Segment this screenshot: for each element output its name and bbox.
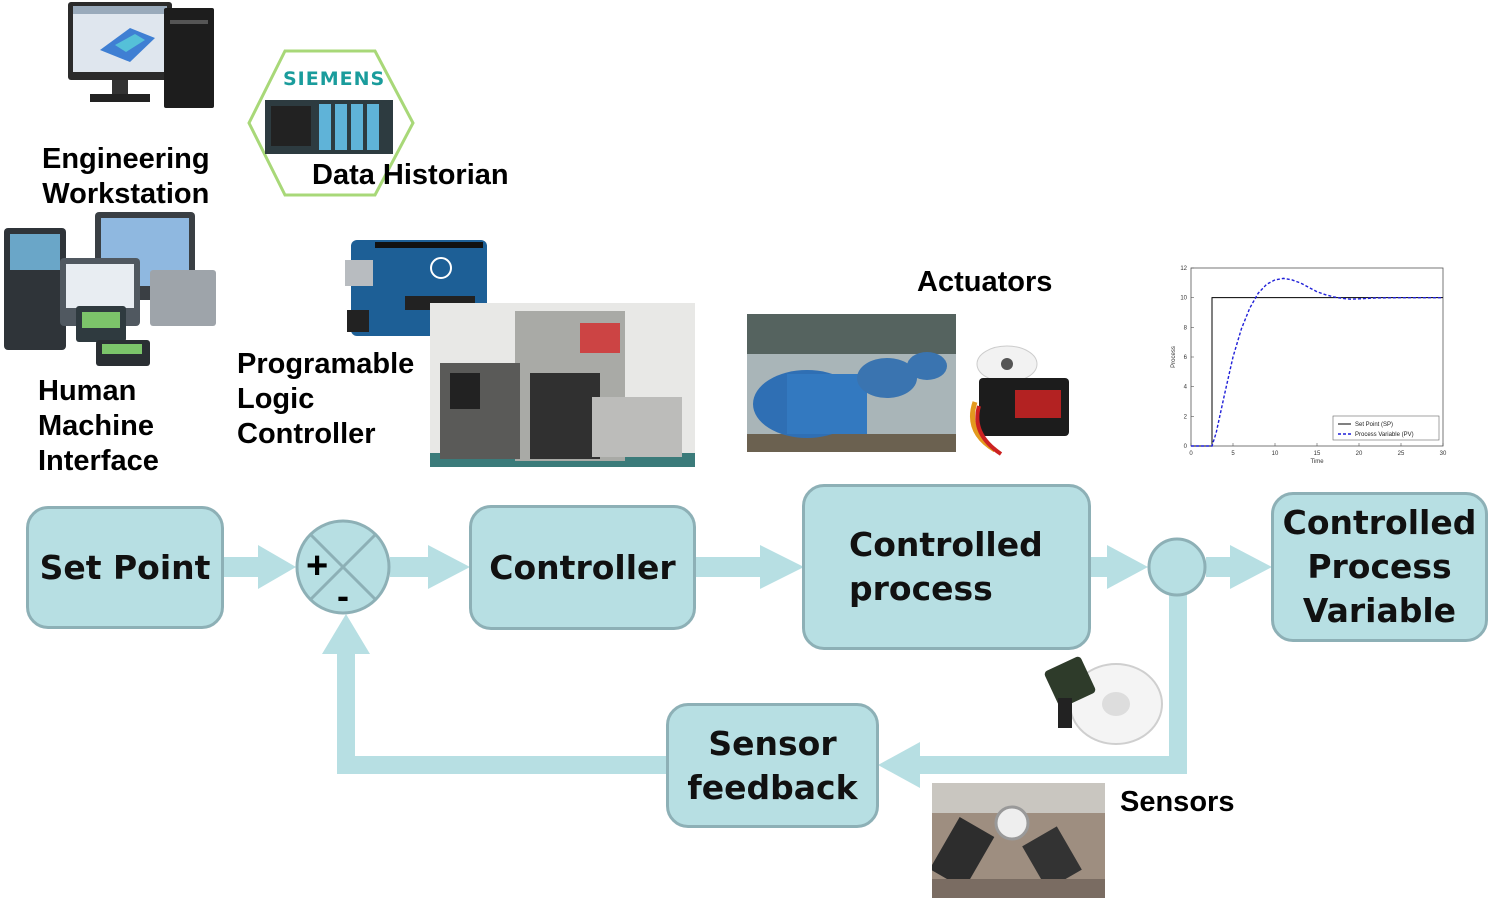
x-tick-label: 0	[1189, 451, 1193, 457]
summing-plus: +	[306, 545, 329, 587]
legend-label: Set Point (SP)	[1355, 422, 1393, 428]
x-tick-label: 25	[1398, 451, 1405, 457]
legend-label: Process Variable (PV)	[1355, 432, 1414, 438]
arrow-head-feedback	[878, 742, 920, 788]
siemens-logo: SIEMENS	[283, 68, 386, 90]
arrow-head-junction	[1107, 545, 1148, 589]
controlled-process-label: Controlled process	[849, 525, 1043, 608]
hmi-image	[0, 210, 222, 370]
actuators-label: Actuators	[917, 266, 1053, 298]
y-tick-label: 12	[1180, 266, 1187, 272]
hmi-label: Human Machine Interface	[38, 375, 159, 477]
controlled-process-block: Controlled process	[802, 484, 1091, 650]
feedback-line-up	[337, 650, 355, 774]
y-tick-label: 4	[1184, 385, 1188, 391]
servo-image	[965, 342, 1085, 460]
arrow-shaft-process	[1089, 557, 1109, 577]
arrow-shaft-controller	[694, 557, 762, 577]
y-axis-label: Process	[1171, 346, 1177, 368]
arrow-shaft-junction	[1206, 557, 1232, 577]
encoder-image	[1040, 652, 1165, 752]
x-tick-label: 10	[1272, 451, 1279, 457]
sensors-label: Sensors	[1120, 786, 1235, 818]
sensor-feedback-block: Sensor feedback	[666, 703, 879, 828]
arrow-shaft-summing	[390, 557, 430, 577]
feedback-line-down	[1169, 594, 1187, 774]
x-tick-label: 15	[1314, 451, 1321, 457]
feedback-line-left	[337, 756, 669, 774]
motors-image	[747, 314, 956, 452]
y-tick-label: 8	[1184, 325, 1188, 331]
summing-minus: -	[337, 575, 349, 616]
sensor-feedback-label: Sensor feedback	[687, 723, 858, 807]
x-tick-label: 30	[1440, 451, 1447, 457]
controller-block: Controller	[469, 505, 696, 630]
plc-label: Programable Logic Controller	[237, 348, 415, 450]
arrow-head-minus	[322, 614, 370, 654]
set-point-label: Set Point	[39, 547, 211, 587]
engineering-workstation-label: Engineering Workstation	[42, 143, 210, 210]
output-label: Controlled Process Variable	[1282, 503, 1477, 630]
data-historian-image: SIEMENS	[245, 48, 415, 198]
x-tick-label: 5	[1231, 451, 1235, 457]
summing-junction	[295, 519, 391, 615]
workstation-image	[60, 0, 220, 110]
feedback-line-right	[918, 756, 1187, 774]
y-tick-label: 0	[1184, 444, 1188, 450]
arrow-shaft-setpoint	[222, 557, 260, 577]
plc-image	[430, 303, 695, 467]
y-tick-label: 6	[1184, 355, 1188, 361]
y-tick-label: 10	[1180, 296, 1187, 302]
x-tick-label: 20	[1356, 451, 1363, 457]
controller-label: Controller	[489, 547, 676, 587]
sensors-image	[932, 783, 1105, 898]
arrow-head-output	[1230, 545, 1272, 589]
output-block: Controlled Process Variable	[1271, 492, 1488, 642]
set-point-block: Set Point	[26, 506, 224, 629]
chart-legend	[1332, 415, 1440, 441]
y-tick-label: 2	[1184, 414, 1188, 420]
series-line-2	[1191, 277, 1443, 447]
takeoff-point	[1147, 537, 1207, 597]
data-historian-label: Data Historian	[312, 159, 509, 191]
arrow-head-summing	[258, 545, 296, 589]
arrow-head-process	[760, 545, 804, 589]
arrow-head-controller	[428, 545, 470, 589]
x-axis-label: Time	[1310, 459, 1324, 465]
